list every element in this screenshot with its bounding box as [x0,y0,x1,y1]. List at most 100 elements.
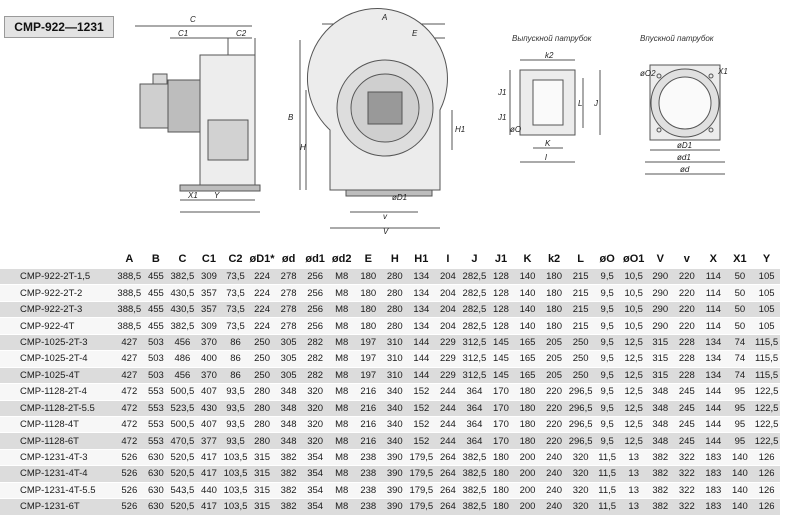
table-cell: M8 [328,482,355,500]
table-cell: 114 [700,269,727,286]
table-cell: 340 [381,383,409,401]
table-cell: 220 [673,301,701,319]
table-cell: 280 [381,269,409,286]
table-cell: 122,5 [753,400,780,417]
dim-label: C1 [178,29,188,38]
table-cell: 486 [169,350,196,368]
table-cell: 152 [408,416,435,434]
table-cell: 73,5 [222,269,249,286]
table-cell: 430,5 [169,284,196,302]
table-cell: 95 [726,416,754,434]
table-cell: 73,5 [222,317,249,335]
column-header: v [683,253,690,265]
table-cell: 180 [354,269,382,286]
table-cell: 229 [434,350,462,368]
model-name-cell: CMP-1128-4T [0,416,117,434]
model-name-cell: CMP-922-2T-2 [0,284,117,302]
table-cell: 197 [354,367,382,385]
table-cell: 215 [567,301,594,319]
table-cell: 388,5 [116,269,143,286]
table-cell: 470,5 [169,432,196,450]
dim-label: ød1 [677,153,691,162]
table-cell: 180 [540,284,568,302]
dim-label: X1 [717,67,728,76]
table-cell: 200 [514,482,541,500]
table-cell: 86 [222,334,249,352]
table-cell: 305 [275,350,302,368]
model-name-cell: CMP-1231-4T-4 [0,465,117,483]
table-cell: 400 [195,350,223,368]
model-name-cell: CMP-922-2T-1,5 [0,269,117,286]
table-cell: 427 [116,367,143,385]
table-cell: 250 [567,334,594,352]
table-cell: 114 [700,284,727,302]
table-cell: 440 [195,482,223,500]
table-cell: 245 [673,416,701,434]
table-cell: 144 [408,367,435,385]
table-cell: 95 [726,432,754,450]
table-cell: 256 [301,269,329,286]
table-cell: 553 [142,400,170,417]
table-cell: 144 [700,432,727,450]
table-cell: 388,5 [116,317,143,335]
table-cell: 180 [487,449,515,467]
table-cell: 312,5 [461,334,488,352]
table-cell: 455 [142,317,170,335]
table-cell: 224 [248,269,276,286]
column-header: V [656,253,664,265]
table-cell: 180 [487,498,515,516]
table-cell: 205 [540,367,568,385]
table-cell: 170 [487,383,515,401]
table-cell: 456 [169,367,196,385]
table-cell: 305 [275,334,302,352]
table-cell: 278 [275,269,302,286]
table-cell: 144 [700,400,727,417]
table-cell: M8 [328,317,355,335]
table-cell: 12,5 [620,432,647,450]
dim-label: C2 [236,29,247,38]
table-cell: 320 [567,449,594,467]
table-cell: 278 [275,317,302,335]
table-cell: 220 [540,432,568,450]
table-cell: 180 [514,432,541,450]
table-cell: 264 [434,465,462,483]
column-header: Y [762,253,771,265]
table-cell: 10,5 [620,301,647,319]
table-cell: 200 [514,498,541,516]
table-cell: 134 [408,301,435,319]
table-cell: 472 [116,383,143,401]
table-cell: 170 [487,416,515,434]
table-cell: M8 [328,449,355,467]
table-cell: 200 [514,465,541,483]
table-cell: 282,5 [461,301,488,319]
dim-label: L [578,99,582,108]
table-cell: 553 [142,416,170,434]
table-cell: 200 [514,449,541,467]
table-cell: 417 [195,449,223,467]
column-header: H1 [414,253,429,265]
model-name-cell: CMP-1025-2T-4 [0,350,117,368]
table-cell: M8 [328,334,355,352]
table-cell: 520,5 [169,498,196,516]
table-cell: 229 [434,367,462,385]
dim-label: H1 [455,125,465,134]
table-cell: 500,5 [169,383,196,401]
table-cell: 500,5 [169,416,196,434]
table-cell: 280 [248,432,276,450]
table-cell: M8 [328,269,355,286]
table-cell: 322 [673,498,701,516]
dim-label: l [545,153,547,162]
table-cell: 115,5 [753,367,780,385]
table-cell: 354 [301,449,329,467]
table-cell: 11,5 [593,465,621,483]
table-cell: 204 [434,269,462,286]
table-cell: 553 [142,432,170,450]
table-cell: 204 [434,284,462,302]
table-cell: 13 [620,498,647,516]
table-cell: 140 [726,465,754,483]
table-cell: 320 [301,416,329,434]
table-cell: 382 [646,498,674,516]
dim-label: k2 [545,51,554,60]
